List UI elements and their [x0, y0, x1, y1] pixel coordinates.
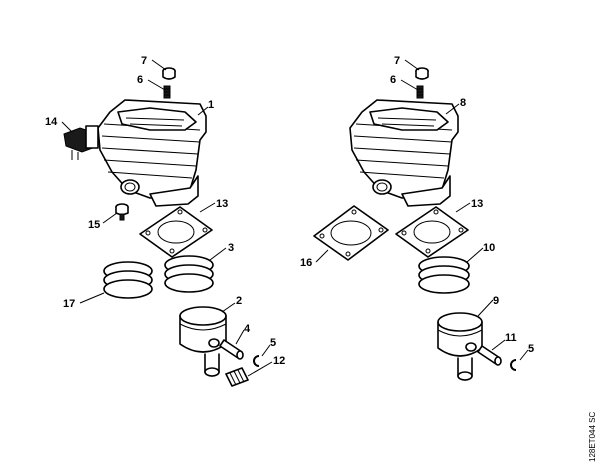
cylinder-gasket-left	[139, 206, 213, 258]
callout-13-right: 13	[471, 198, 483, 210]
circlip-left	[253, 355, 260, 367]
cylinder-gasket-right	[395, 206, 469, 258]
decompression-valve-cap-left	[162, 67, 176, 80]
circlip-right	[510, 359, 517, 371]
callout-5-right: 5	[528, 343, 534, 355]
right-assembly: 7 6 8 13 16 10 9 11 5	[300, 55, 534, 381]
callout-5-left: 5	[270, 337, 276, 349]
callout-11-right: 11	[505, 332, 517, 344]
cylinder-screw-left	[115, 203, 129, 221]
decompression-valve-right	[416, 85, 424, 99]
callout-8-right: 8	[460, 97, 466, 109]
callout-15-left: 15	[88, 219, 100, 231]
piston-left	[179, 306, 227, 377]
piston-rings-17	[103, 261, 153, 299]
needle-cage-left	[225, 367, 249, 387]
callout-6-left: 6	[137, 74, 143, 86]
callout-3-left: 3	[228, 242, 234, 254]
callout-7-left: 7	[141, 55, 147, 67]
callout-14-left: 14	[45, 116, 58, 128]
callout-9-right: 9	[493, 295, 499, 307]
callout-10-right: 10	[483, 242, 495, 254]
piston-right	[437, 312, 483, 381]
piston-rings-10	[418, 256, 470, 294]
callout-4-left: 4	[244, 323, 251, 335]
spark-plug-left	[63, 125, 99, 160]
callout-2-left: 2	[236, 295, 242, 307]
callout-16-right: 16	[300, 257, 312, 269]
callout-7-right: 7	[394, 55, 400, 67]
piston-pin-right	[477, 345, 502, 366]
callout-1-left: 1	[208, 99, 214, 111]
cylinder-left	[97, 99, 207, 207]
callout-6-right: 6	[390, 74, 396, 86]
intake-gasket-right	[313, 205, 389, 261]
left-assembly: 7 6 1 14 15 13 3 17 2 4 5 12	[45, 55, 285, 387]
callout-12-left: 12	[273, 355, 285, 367]
cylinder-right	[349, 99, 459, 207]
decompression-valve-left	[163, 85, 171, 99]
piston-rings-3	[164, 255, 214, 293]
callout-17-left: 17	[63, 298, 75, 310]
document-reference: 128ET044 SC	[588, 412, 597, 462]
piston-pin-left	[219, 339, 244, 360]
callout-13-left: 13	[216, 198, 228, 210]
